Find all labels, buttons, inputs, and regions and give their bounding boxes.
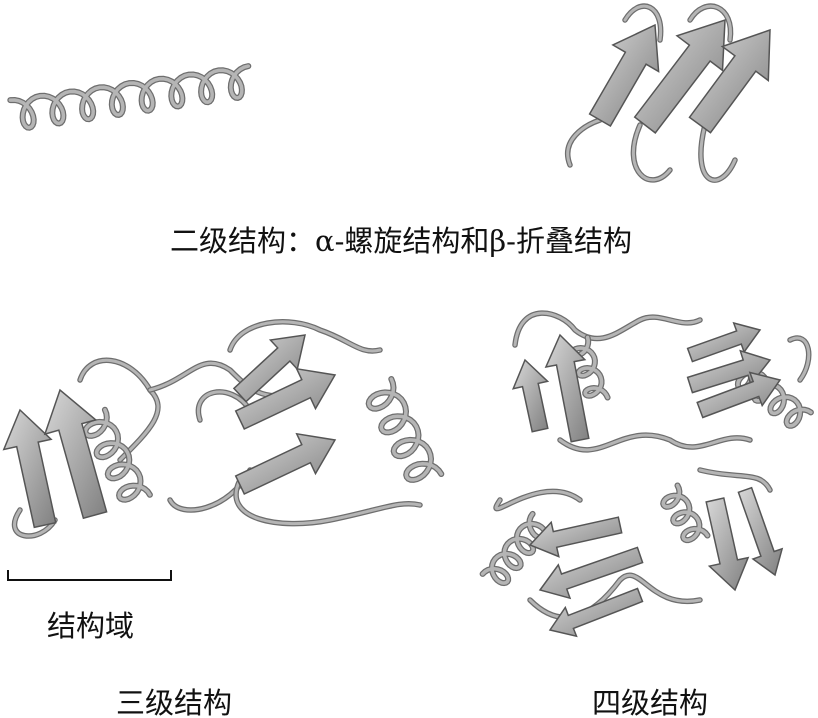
- beta-strand-arrow: [548, 587, 644, 638]
- loop: [494, 489, 582, 511]
- loop: [623, 4, 663, 42]
- loop: [558, 433, 752, 452]
- beta-strand-arrow: [544, 333, 590, 443]
- beta-strand-arrow: [705, 497, 750, 592]
- beta-strand-arrow: [511, 358, 550, 433]
- loop: [698, 468, 772, 492]
- domain-label: 结构域: [47, 609, 135, 643]
- beta-sheet: [565, 3, 771, 183]
- beta-strand-arrow: [588, 23, 660, 128]
- loop: [196, 390, 252, 422]
- beta-strand-arrow: [686, 349, 772, 394]
- helix-coil: [480, 512, 548, 585]
- loop: [513, 311, 702, 347]
- beta-strand-arrow: [688, 28, 771, 134]
- beta-strand-arrow: [737, 486, 784, 577]
- beta-strand-arrow: [234, 367, 337, 430]
- beta-strand-arrow: [528, 516, 623, 558]
- loop: [688, 4, 732, 42]
- beta-strand-arrow: [234, 432, 337, 495]
- alpha-helix: [7, 63, 252, 131]
- loop: [699, 123, 737, 182]
- beta-strand-arrow: [232, 334, 306, 403]
- loop: [788, 336, 811, 382]
- secondary-structure-caption: 二级结构：α-螺旋结构和β-折叠结构: [170, 224, 632, 258]
- beta-strand-arrow: [696, 371, 782, 419]
- helix-coil: [366, 377, 444, 482]
- tertiary-structure: [2, 319, 445, 539]
- tertiary-structure-caption: 三级结构: [116, 686, 233, 718]
- beta-strand-arrow: [538, 546, 644, 600]
- quaternary-structure-caption: 四级结构: [592, 686, 709, 718]
- loop: [632, 123, 672, 182]
- loop-outline: [233, 477, 423, 527]
- beta-strand-arrow: [686, 321, 762, 363]
- loop: [13, 508, 57, 538]
- loop: [566, 118, 602, 167]
- loop-outline: [512, 310, 703, 348]
- quaternary-structure: [479, 310, 814, 638]
- beta-strand-arrow: [633, 18, 726, 134]
- helix-coil: [661, 483, 710, 542]
- beta-strand-arrow: [43, 388, 108, 520]
- helix-coil: [83, 408, 152, 502]
- helix-coil: [736, 360, 813, 428]
- loop: [234, 478, 422, 526]
- domain-bracket: [7, 570, 172, 581]
- loop: [528, 573, 702, 619]
- helix-coil: [8, 64, 251, 130]
- beta-strand-arrow: [2, 408, 57, 529]
- loop: [228, 320, 382, 353]
